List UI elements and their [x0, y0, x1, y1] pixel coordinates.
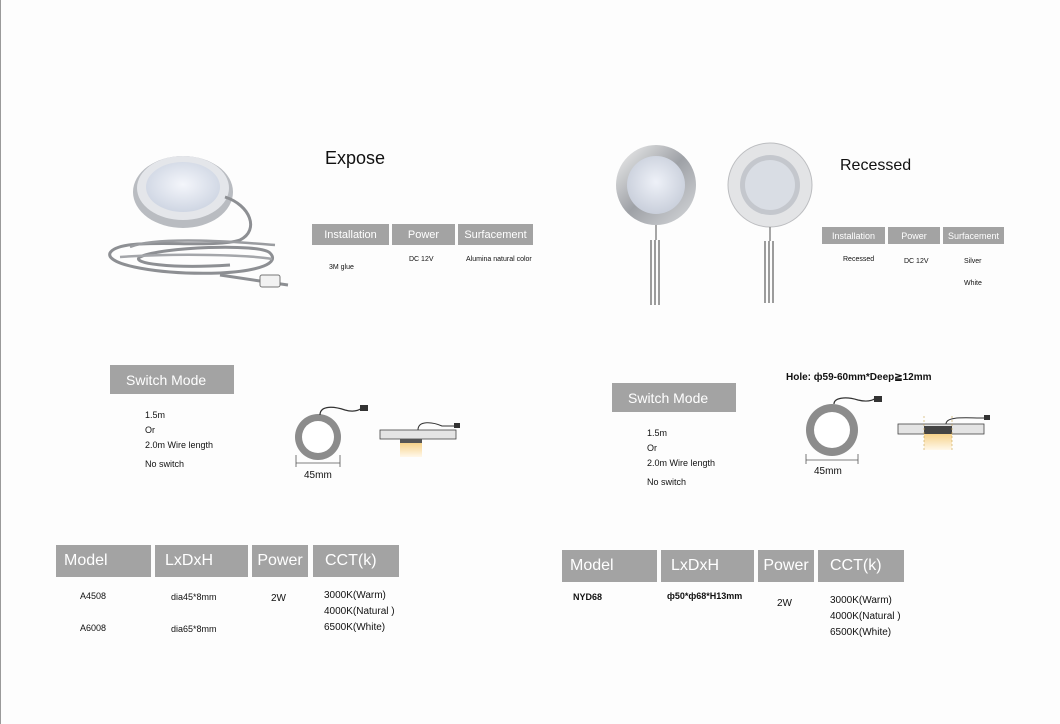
recessed-wire-line-2: Or [647, 443, 657, 453]
expose-model-1: A4508 [80, 591, 107, 601]
recessed-spec-header-power: Power [758, 550, 814, 582]
recessed-title: Recessed [840, 157, 912, 174]
recessed-header-surfacement: Surfacement [943, 227, 1004, 244]
recessed-cct-3: 6500K(White) [830, 627, 892, 638]
expose-cct-3: 6500K(White) [324, 622, 386, 633]
recessed-wire-line-4: No switch [647, 477, 687, 487]
recessed-cct-1: 3000K(Warm) [830, 595, 892, 606]
recessed-spec-header-model: Model [562, 550, 657, 582]
expose-size-1: dia45*8mm [171, 592, 217, 602]
recessed-power-spec: 2W [777, 598, 792, 609]
light-top-view-diagram [295, 405, 368, 467]
recessed-size: ф50*ф68*H13mm [667, 591, 743, 601]
recessed-cct-2: 4000K(Natural ) [830, 611, 901, 622]
recessed-switch-mode-label: Switch Mode [612, 383, 736, 412]
expose-power-value: DC 12V [409, 256, 434, 263]
recessed-model: NYD68 [573, 592, 603, 602]
expose-wire-line-2: Or [145, 425, 155, 435]
expose-title: Expose [325, 148, 386, 168]
expose-spec-header-cct: CCT(k) [313, 545, 399, 577]
expose-spec-header-size: LxDxH [155, 545, 248, 577]
expose-header-surfacement: Surfacement [458, 224, 533, 245]
expose-installation-value: 3M glue [329, 264, 354, 271]
recessed-spec-header-size: LxDxH [661, 550, 754, 582]
recessed-top-view-diagram [805, 396, 882, 464]
recessed-light-white-photo [727, 142, 813, 303]
expose-size-2: dia65*8mm [171, 624, 217, 634]
expose-power-spec: 2W [271, 593, 286, 604]
expose-header-installation: Installation [312, 224, 389, 245]
recessed-installation-value: Recessed [843, 256, 875, 263]
recessed-power-value: DC 12V [904, 258, 929, 265]
recessed-wire-line-1: 1.5m [647, 428, 668, 438]
expose-wire-line-1: 1.5m [145, 410, 166, 420]
expose-model-2: A6008 [80, 623, 107, 633]
recessed-side-view-diagram [897, 415, 990, 452]
recessed-header-installation: Installation [822, 227, 885, 244]
expose-surface-value: Alumina natural color [466, 256, 532, 263]
expose-wire-line-4: No switch [145, 459, 185, 469]
recessed-wire-line-3: 2.0m Wire length [647, 458, 716, 468]
expose-cct-1: 3000K(Warm) [324, 590, 386, 601]
recessed-dimension-label: 45mm [814, 466, 842, 477]
recessed-hole-spec: Hole: ф59-60mm*Deep≧12mm [786, 372, 932, 383]
expose-dimension-label: 45mm [304, 470, 332, 481]
expose-spec-header-power: Power [252, 545, 308, 577]
left-border-line [0, 0, 1, 724]
puck-light-photo [108, 156, 289, 288]
expose-header-power: Power [392, 224, 455, 245]
expose-wire-line-3: 2.0m Wire length [145, 440, 214, 450]
recessed-surface-value-2: White [964, 280, 982, 287]
expose-spec-header-model: Model [56, 545, 151, 577]
light-side-view-diagram [379, 422, 460, 457]
recessed-header-power: Power [888, 227, 940, 244]
recessed-surface-value-1: Silver [964, 258, 982, 265]
recessed-spec-header-cct: CCT(k) [818, 550, 904, 582]
recessed-light-silver-photo [616, 145, 696, 305]
expose-cct-2: 4000K(Natural ) [324, 606, 395, 617]
expose-switch-mode-label: Switch Mode [110, 365, 234, 394]
